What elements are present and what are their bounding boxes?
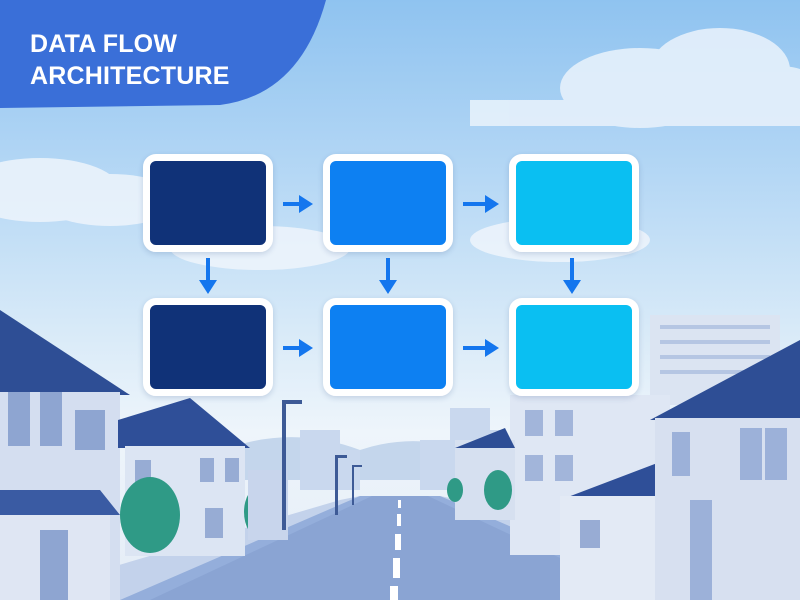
node-row2-col2 xyxy=(323,298,453,396)
arrow-node-row1-col2-to-node-row2-col2 xyxy=(379,258,397,294)
arrow-head xyxy=(485,339,499,357)
arrow-head xyxy=(485,195,499,213)
arrow-node-row2-col2-to-node-row2-col3 xyxy=(463,339,499,357)
node-row1-col1 xyxy=(143,154,273,252)
arrow-node-row1-col2-to-node-row1-col3 xyxy=(463,195,499,213)
arrow-node-row1-col3-to-node-row2-col3 xyxy=(563,258,581,294)
arrow-node-row1-col1-to-node-row1-col2 xyxy=(283,195,313,213)
arrow-head xyxy=(563,280,581,294)
title-line-1: DATA FLOW xyxy=(30,30,178,58)
node-row1-col2 xyxy=(323,154,453,252)
arrow-head xyxy=(379,280,397,294)
left-buildings xyxy=(0,310,362,600)
right-buildings xyxy=(447,315,800,600)
arrow-head xyxy=(199,280,217,294)
cloud-right xyxy=(470,28,800,128)
arrow-node-row2-col1-to-node-row2-col2 xyxy=(283,339,313,357)
node-row2-col1 xyxy=(143,298,273,396)
title-banner-background xyxy=(0,0,326,108)
arrow-node-row1-col1-to-node-row2-col1 xyxy=(199,258,217,294)
arrow-head xyxy=(299,339,313,357)
arrow-head xyxy=(299,195,313,213)
title-line-2: ARCHITECTURE xyxy=(30,62,230,90)
title-banner: DATA FLOW ARCHITECTURE xyxy=(0,0,330,112)
title-banner-shape xyxy=(0,0,326,108)
node-row1-col3 xyxy=(509,154,639,252)
node-row2-col3 xyxy=(509,298,639,396)
page-title: DATA FLOW ARCHITECTURE xyxy=(30,28,300,92)
